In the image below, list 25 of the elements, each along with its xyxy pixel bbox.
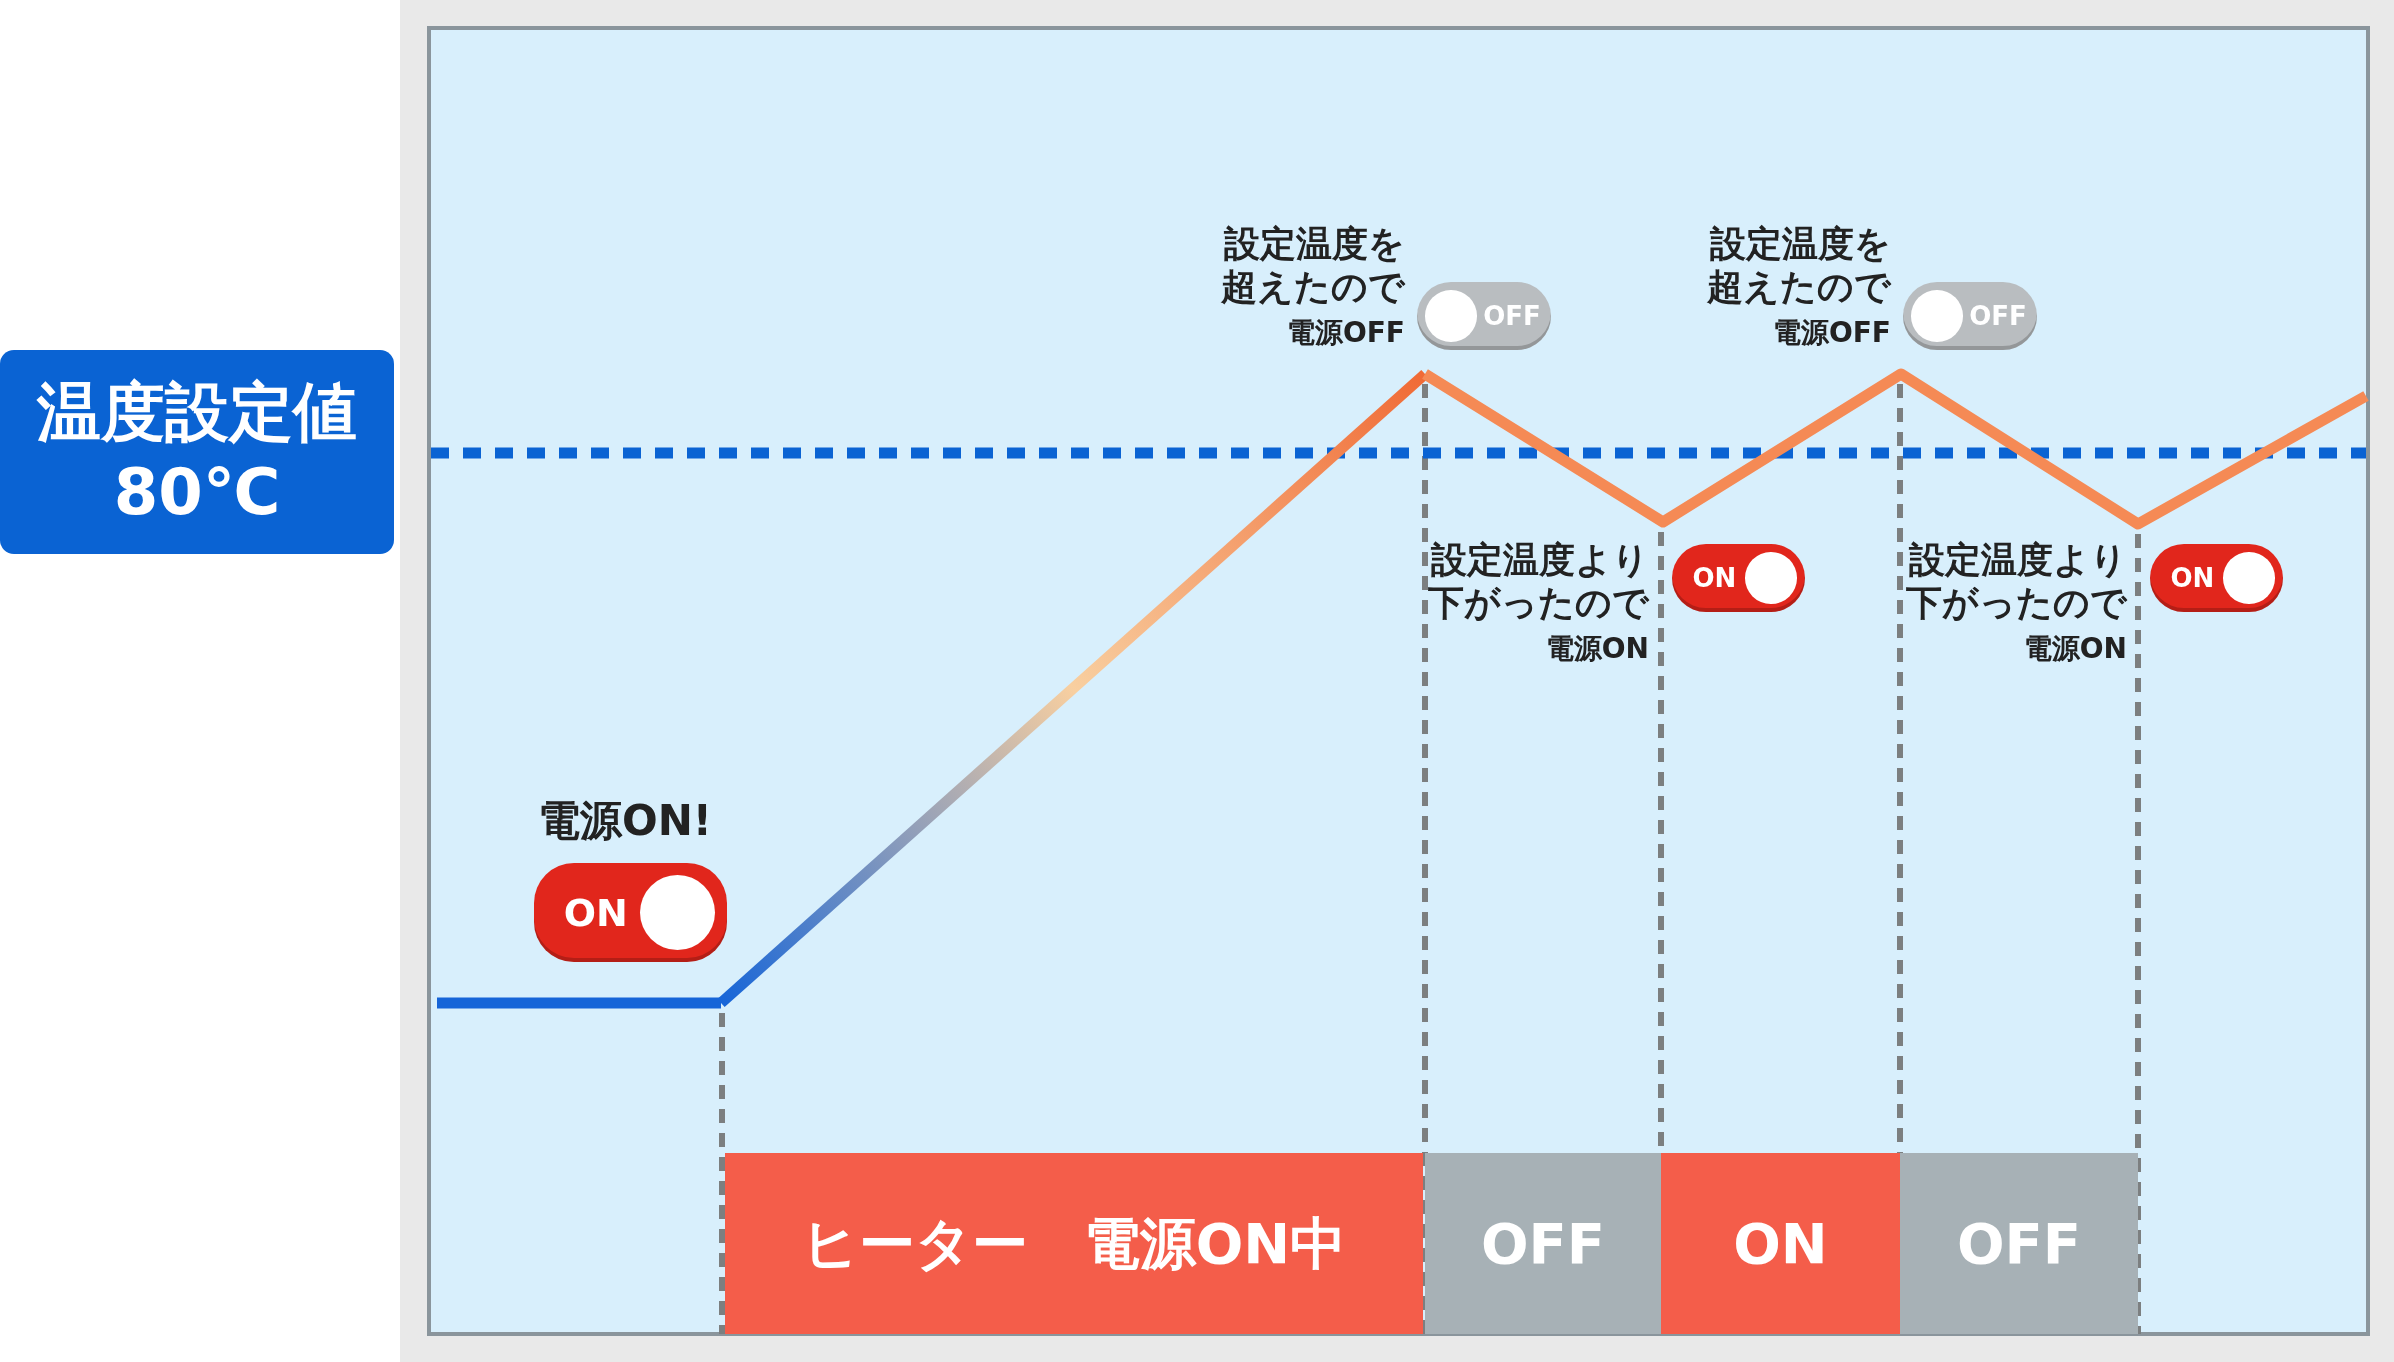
toggle-switch: OFF [1417, 282, 1551, 350]
state-label: OFF [1480, 1209, 1606, 1278]
power-status-text: 電源OFF [1771, 316, 1891, 350]
power-status-text: 電源ON [2022, 632, 2127, 666]
heater-state-bar [725, 1153, 1423, 1334]
annotation-text: 設定温度を超えたので [1706, 222, 1891, 309]
state-label: ON [1733, 1209, 1828, 1278]
annotation-text: 設定温度より下がったので [1428, 538, 1649, 625]
box-heading: 温度設定値 [37, 374, 357, 451]
toggle-switch: ON [1672, 544, 1805, 612]
toggle-switch: OFF [1903, 282, 2037, 350]
heater-state-bar [1900, 1153, 2138, 1334]
setpoint-value: 80℃ [113, 454, 281, 531]
power-status-text: 電源ON [1544, 632, 1649, 666]
power-status-text: 電源ON! [537, 796, 712, 847]
annotation-text: 設定温度より下がったので [1906, 538, 2127, 625]
setpoint-box [0, 350, 394, 554]
state-label: ヒーター 電源ON中 [801, 1209, 1347, 1278]
power-status-text: 電源OFF [1285, 316, 1405, 350]
toggle-switch: ON [534, 863, 727, 962]
state-label: OFF [1956, 1209, 2082, 1278]
heater-state-bar [1425, 1153, 1661, 1334]
annotation-text: 設定温度を超えたので [1220, 222, 1405, 309]
toggle-switch: ON [2150, 544, 2283, 612]
heater-state-bar [1661, 1153, 1900, 1334]
